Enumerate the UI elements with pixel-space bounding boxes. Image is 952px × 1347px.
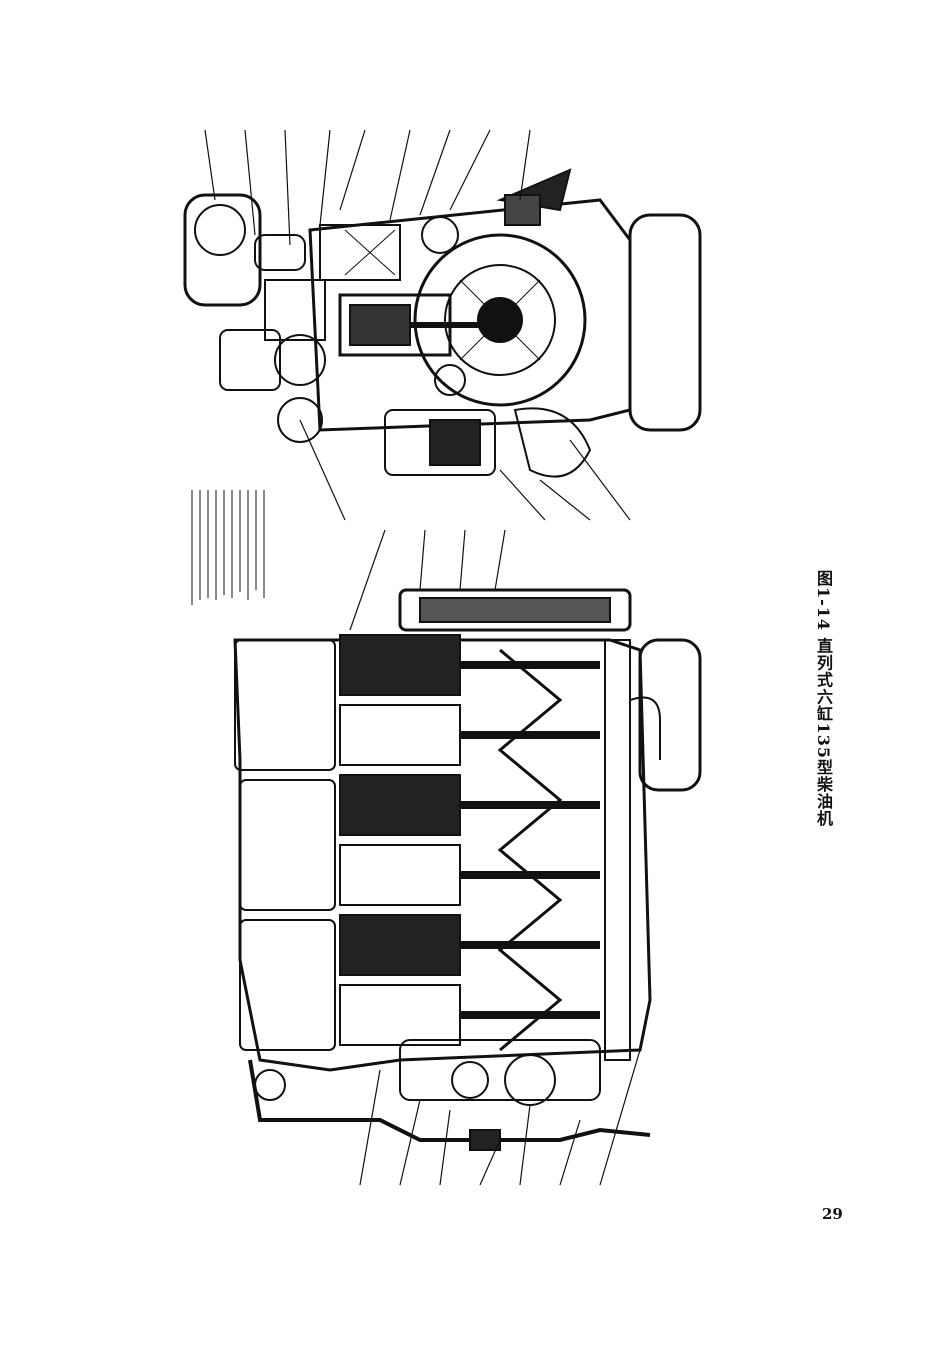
engine-side-section xyxy=(233,588,702,1151)
page-number: 29 xyxy=(822,1205,843,1223)
bottom-leader-lines xyxy=(349,529,641,1186)
figure-caption: 图1-14 直列式六缸135型柴油机 xyxy=(814,570,833,828)
engine-end-view xyxy=(183,168,702,478)
legend-text-block xyxy=(191,490,265,605)
top-leader-lines xyxy=(204,129,631,521)
